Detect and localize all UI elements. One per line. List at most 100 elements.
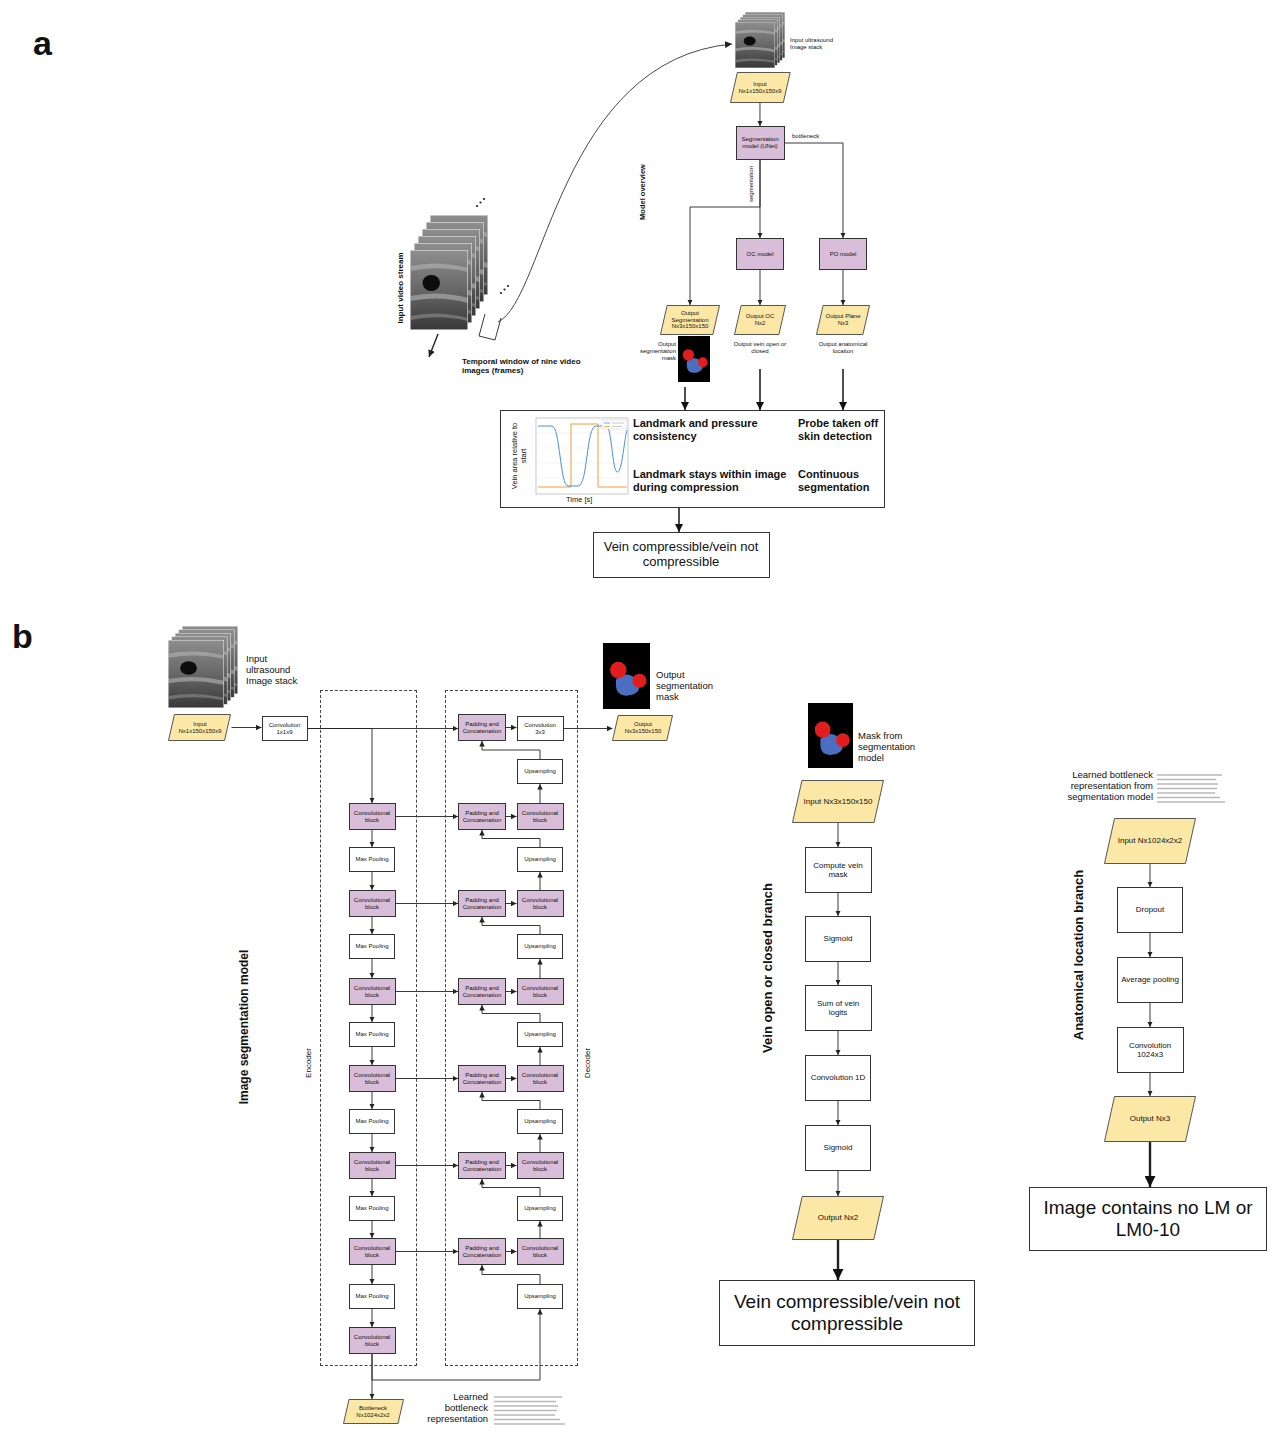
value-row: [494, 1423, 565, 1425]
text-area: Output Nx3x150x150: [612, 715, 673, 741]
flow-arrow: [760, 270, 761, 305]
parallelogram-outline: [343, 1400, 403, 1424]
box-text: Output Nx3x150x150: [620, 721, 667, 735]
input-shape: Input Nx1024x2x2: [1104, 818, 1196, 864]
text-area: Output Plane Nx3: [816, 305, 870, 335]
flow-arrow: [482, 1092, 540, 1109]
text-area: Max Pooling: [350, 1023, 394, 1046]
box-text: Max Pooling: [355, 1293, 388, 1300]
flow-arrow: [690, 160, 760, 305]
image-caption: Input ultrasound Image stack: [246, 654, 304, 687]
text-area: Segmentation model (UNet): [737, 127, 784, 159]
text-area: Input Nx3x150x150: [792, 780, 884, 823]
text-area: Upsampling: [518, 760, 562, 783]
box-text: Segmentation model (UNet): [740, 136, 781, 150]
text-area: Convolutional block: [350, 1328, 395, 1353]
box-text: Convolution 3x3: [521, 722, 560, 736]
video-stack: [410, 44, 732, 357]
image-stack: [735, 12, 785, 68]
flow-arrow: [506, 903, 517, 904]
box-text: Upsampling: [524, 943, 556, 950]
text-area: Convolutional block: [350, 891, 395, 916]
box-text: Encoder: [304, 1048, 313, 1078]
model-box: PO model: [819, 238, 867, 270]
text-area: Output Segmentation Nx3x150x150: [660, 305, 720, 335]
mask-image: [603, 643, 650, 709]
flow-arrow: [1150, 864, 1151, 887]
text-area: Convolutional block: [518, 1066, 563, 1091]
box-text: Max Pooling: [355, 1031, 388, 1038]
text-area: Output OC Nx2: [734, 305, 786, 335]
box-text: Sigmoid: [824, 1143, 853, 1152]
value-row: [494, 1396, 562, 1398]
text-slot: Probe taken off skin detection: [798, 417, 882, 442]
flow-arrow: [372, 830, 373, 847]
parallelogram-outline: [169, 715, 231, 741]
flow-arrow: [308, 729, 373, 804]
flow-arrow: [838, 962, 839, 985]
section-title: Input video stream: [396, 252, 405, 323]
flow-arrow: [842, 369, 844, 410]
text-area: Convolution 1x1x9: [263, 717, 307, 740]
flow-arrow: [372, 1309, 540, 1380]
conv-block: Convolutional block: [517, 1238, 564, 1265]
grid-line: [536, 478, 628, 479]
box-text: Max Pooling: [355, 856, 388, 863]
panel-letter: b: [12, 617, 33, 656]
key-line: [612, 426, 622, 427]
chart-grid: [536, 433, 628, 478]
flow-arrow: [506, 1165, 517, 1166]
text-slot: Decoder: [583, 1048, 592, 1078]
flow-arrow: [372, 1179, 373, 1196]
text-area: Convolutional block: [518, 1153, 563, 1178]
text-area: Padding and Concatenation: [459, 804, 505, 829]
flow-arrow: [843, 270, 844, 305]
box-text: Convolutional block: [521, 897, 560, 911]
model-box: Segmentation model (UNet): [736, 126, 785, 160]
mask-image: [808, 703, 853, 768]
box-text: Compute vein mask: [809, 861, 868, 879]
process-box: Sigmoid: [805, 1125, 871, 1171]
text-area: Upsampling: [518, 1197, 562, 1220]
flow-arrow: [372, 917, 373, 934]
upsampling-box: Upsampling: [517, 1022, 563, 1047]
box-text: PO model: [830, 251, 857, 258]
box-text: Output segmentation mask: [624, 341, 676, 362]
conv-block: Convolutional block: [349, 803, 396, 830]
grid-line: [536, 448, 628, 449]
text-area: Padding and Concatenation: [459, 715, 505, 740]
box-text: Upsampling: [524, 1293, 556, 1300]
check-panel: Landmark and pressure consistency Probe t…: [500, 410, 885, 508]
flow-arrow: [482, 1179, 540, 1196]
conv-block: Convolutional block: [349, 1327, 396, 1354]
image-caption: Input ultrasound Image stack: [790, 37, 834, 51]
box-text: Padding and Concatenation: [462, 1159, 502, 1173]
flow-arrow: [540, 959, 541, 978]
text-area: Average pooling: [1118, 958, 1183, 1002]
flow-arrow: [540, 784, 541, 803]
process-box: Average pooling: [1117, 957, 1184, 1003]
input-shape: Input Nx3x150x150: [792, 780, 884, 823]
flow-arrow: [396, 816, 459, 817]
box-text: Output anatomical location: [815, 341, 871, 355]
text-area: Padding and Concatenation: [459, 891, 505, 916]
key-line: [604, 423, 610, 424]
flow-arrow: [482, 830, 540, 847]
concat-box: Padding and Concatenation: [458, 803, 506, 830]
value-row: [494, 1410, 557, 1412]
upsampling-box: Upsampling: [517, 1284, 563, 1309]
text-area: Bottleneck Nx1024x2x2: [343, 1399, 404, 1424]
box-text: Dropout: [1136, 905, 1164, 914]
image-caption: Mask from segmentation model: [858, 731, 930, 764]
parallelogram-outline: [735, 306, 786, 335]
pooling-box: Max Pooling: [349, 847, 395, 872]
label-slot: Learned bottleneck representation: [418, 1392, 488, 1425]
flow-arrow: [372, 1221, 373, 1238]
axis-title: Vein area relative to start: [511, 419, 528, 493]
text-area: Convolutional block: [350, 1239, 395, 1264]
upsampling-box: Upsampling: [517, 759, 563, 784]
text-slot: Landmark and pressure consistency: [633, 417, 791, 442]
flow-arrow: [540, 1047, 541, 1065]
label-slot: b: [12, 617, 33, 656]
